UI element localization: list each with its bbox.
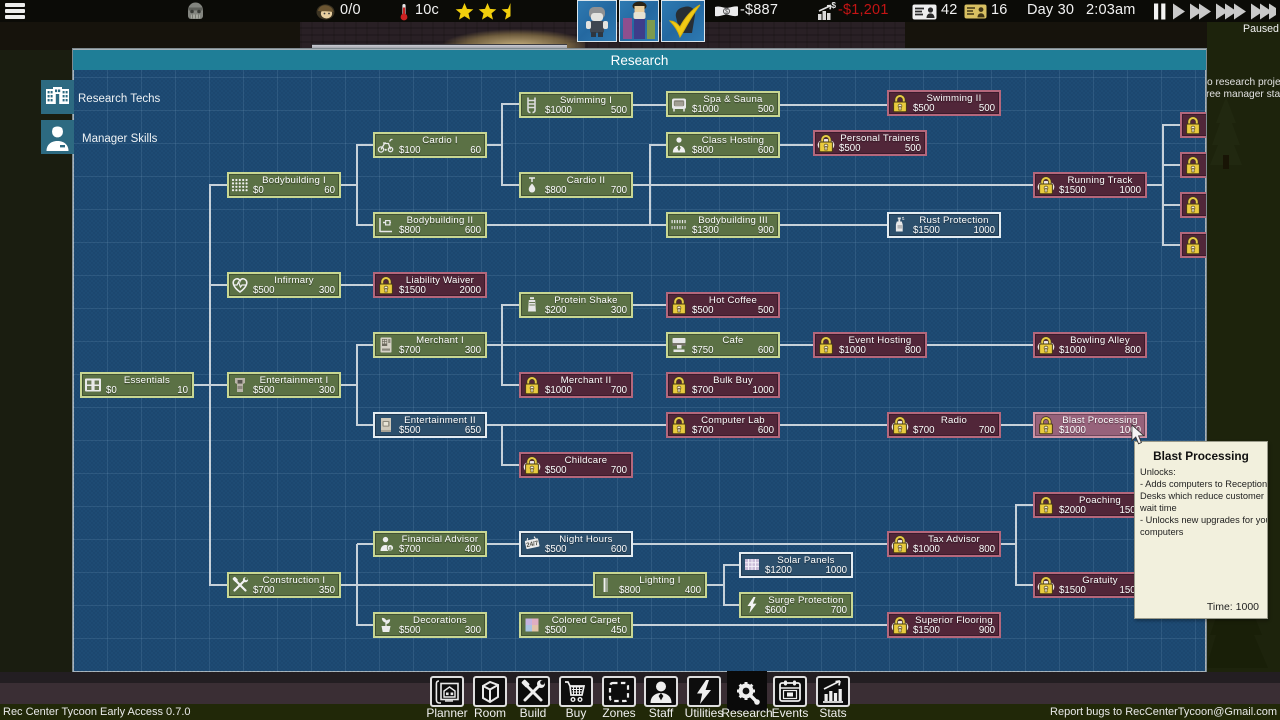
- svg-text:$: $: [389, 546, 392, 551]
- svg-text:$: $: [725, 9, 729, 15]
- svg-text:24/7: 24/7: [526, 540, 540, 549]
- svg-text:$: $: [832, 2, 837, 10]
